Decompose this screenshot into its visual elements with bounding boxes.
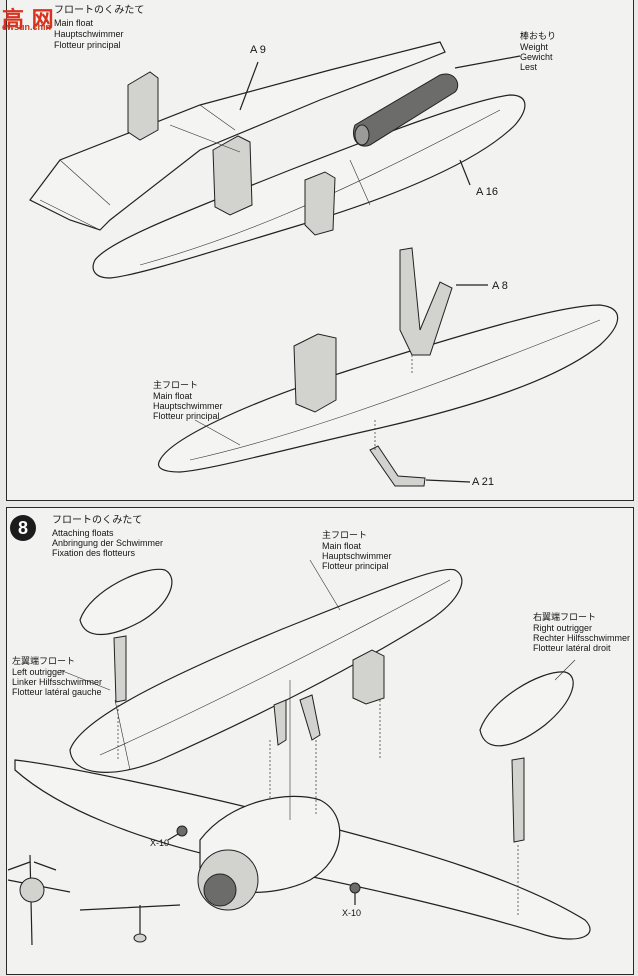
step8-heading-de: Anbringung der Schwimmer [52,538,164,548]
step8-main-float [69,568,463,773]
weight-label-de: Gewicht [520,52,553,62]
left-outrigger-float [79,568,173,635]
step8-main-en: Main float [322,541,362,551]
weight-label-jp: 棒おもり [520,31,557,41]
part-label-a16: A 16 [476,186,499,198]
step7-heading-jp: フロートのくみたて [54,5,145,16]
step8-heading-en: Attaching floats [52,528,114,538]
right-outrigger-de: Rechter Hilfsschwimmer [533,633,631,643]
mainfloat-label-en: Main float [153,391,193,401]
right-outrigger-en: Right outrigger [533,623,593,633]
mainfloat-label-jp: 主フロート [153,380,199,390]
step8-main-jp: 主フロート [322,530,368,540]
screw-label-left: X-10 [150,838,170,848]
step-number-8: 8 [10,515,36,541]
step7-heading-de: Hauptschwimmer [54,29,124,39]
watermark-url: ewsun.chin [2,22,52,32]
screw-x10-left [176,825,188,837]
engine-face [203,873,237,907]
watermark-logo: 高 网 ewsun.chin [0,0,86,34]
step8-main-de: Hauptschwimmer [322,551,392,561]
left-outrigger-strut [113,635,127,703]
screw-label-right: X-10 [342,908,362,918]
screw-x10-right [349,882,361,894]
step7-heading-en: Main float [54,18,94,28]
right-outrigger-float [479,671,574,747]
part-label-a9: A 9 [250,44,266,56]
part-label-a21: A 21 [472,476,495,488]
left-outrigger-fr: Flotteur latéral gauche [12,687,102,697]
part-label-a8: A 8 [492,280,508,292]
right-outrigger-strut [511,757,525,843]
step8-heading-jp: フロートのくみたて [52,515,143,526]
main-float-assembled [158,304,619,473]
pylon-front-top [212,135,253,216]
left-outrigger-jp: 左翼端フロート [12,656,76,666]
weight-label-fr: Lest [520,62,538,72]
right-outrigger-fr: Flotteur latéral droit [533,643,611,653]
weight-rod [353,73,459,147]
pylon-assembled-rear [293,333,337,413]
step8-pylon-b [299,694,321,741]
weight-label-en: Weight [520,42,548,52]
left-outrigger-en: Left outrigger [12,667,66,677]
part-a21 [369,445,426,487]
watermark-chars: 高 网 [2,8,54,33]
mainfloat-label-de: Hauptschwimmer [153,401,223,411]
pylon-rear-top [127,71,159,141]
right-outrigger-jp: 右翼端フロート [533,612,597,622]
step7-heading-fr: Flotteur principal [54,40,121,50]
step8-heading-fr: Fixation des flotteurs [52,548,136,558]
mainfloat-label-fr: Flotteur principal [153,411,220,421]
left-outrigger-de: Linker Hilfsschwimmer [12,677,103,687]
pylon-mid-top [304,171,336,236]
step8-pylon-c [273,699,287,746]
step8-main-fr: Flotteur principal [322,561,389,571]
step8-pylon-a [352,649,385,705]
strut-a8 [399,247,453,356]
